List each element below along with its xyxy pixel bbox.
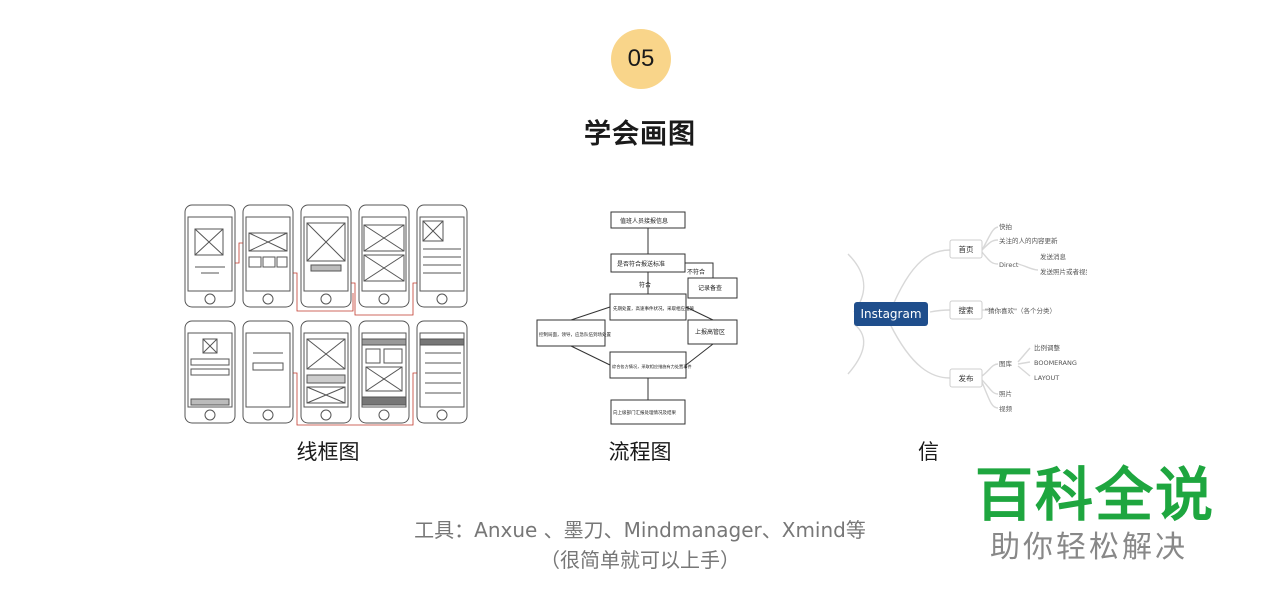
flow-node: 先期处置，高速事件状况，采取相应措施	[613, 305, 694, 312]
mindmap-branch: 首页	[959, 244, 974, 254]
wireframe-caption: 线框图	[296, 440, 360, 464]
watermark-brand: 百科全说	[975, 461, 1216, 529]
mindmap-caption: 信	[918, 440, 939, 464]
phone-mockup	[184, 320, 236, 424]
mindmap-branch: 发布	[959, 373, 974, 383]
flow-node: 是否符合报送标准	[617, 260, 665, 268]
mindmap-leaf: BOOMERANG	[1034, 359, 1077, 367]
phone-mockup	[416, 320, 468, 424]
phone-mockup	[242, 204, 294, 308]
mindmap-root: Instagram	[860, 307, 921, 321]
tools-line: 工具：Anxue 、墨刀、Mindmanager、Xmind等	[414, 518, 866, 542]
mindmap-leaf: 照片	[999, 389, 1012, 398]
flow-label: 符合	[639, 281, 651, 289]
step-number-badge: 05	[611, 29, 671, 89]
phone-mockup	[184, 204, 236, 308]
flow-node: 综合各方情况，采取相应措施有力处置事件	[612, 363, 692, 370]
phone-mockup	[242, 320, 294, 424]
section-title: 学会画图	[584, 119, 696, 150]
mindmap-leaf: LAYOUT	[1034, 374, 1059, 382]
step-number: 05	[627, 45, 655, 72]
mindmap-leaf: 图库	[999, 359, 1013, 368]
mindmap-branch: 搜索	[959, 305, 974, 315]
flow-node: 向上级部门汇报处理情况及结果	[613, 409, 676, 416]
phone-mockup	[358, 320, 410, 424]
mindmap-leaf: 视频	[999, 404, 1013, 413]
mindmap-illustration: Instagram 首页 搜索 发布 快拍 关注的人的内容更新 Direct 发…	[847, 222, 1087, 413]
wireframe-illustration	[184, 204, 468, 426]
flowchart-illustration: 值班人员接报信息 是否符合报送标准 不符合 记录备查 符合 先期处置，高速事件状…	[536, 211, 738, 425]
mindmap-leaf: 发送消息	[1040, 252, 1067, 261]
phone-mockup	[300, 204, 352, 308]
flow-node: 值班人员接报信息	[620, 217, 668, 225]
phone-mockup	[300, 320, 352, 424]
flow-node: 上报高管区	[695, 328, 725, 336]
mindmap-leaf: 关注的人的内容更新	[999, 236, 1058, 245]
flowchart-caption: 流程图	[608, 440, 672, 464]
tools-note: （很简单就可以上手）	[540, 548, 740, 572]
mindmap-leaf: Direct	[999, 261, 1019, 269]
watermark-slogan: 助你轻松解决	[990, 530, 1188, 565]
flow-label: 不符合	[687, 268, 705, 276]
phone-mockup	[358, 204, 410, 308]
mindmap-leaf: 比例调整	[1034, 343, 1061, 352]
phone-mockup	[416, 204, 468, 308]
mindmap-root-box	[854, 302, 928, 326]
flow-node: 记录备查	[698, 284, 722, 292]
flow-node: 控制局面，领导，应急队伍到场处置	[539, 331, 611, 338]
mindmap-leaf: "猜你喜欢"（各个分类）	[985, 306, 1056, 315]
mindmap-leaf: 发送照片或者视频	[1040, 267, 1087, 276]
mindmap-leaf: 快拍	[999, 222, 1012, 231]
